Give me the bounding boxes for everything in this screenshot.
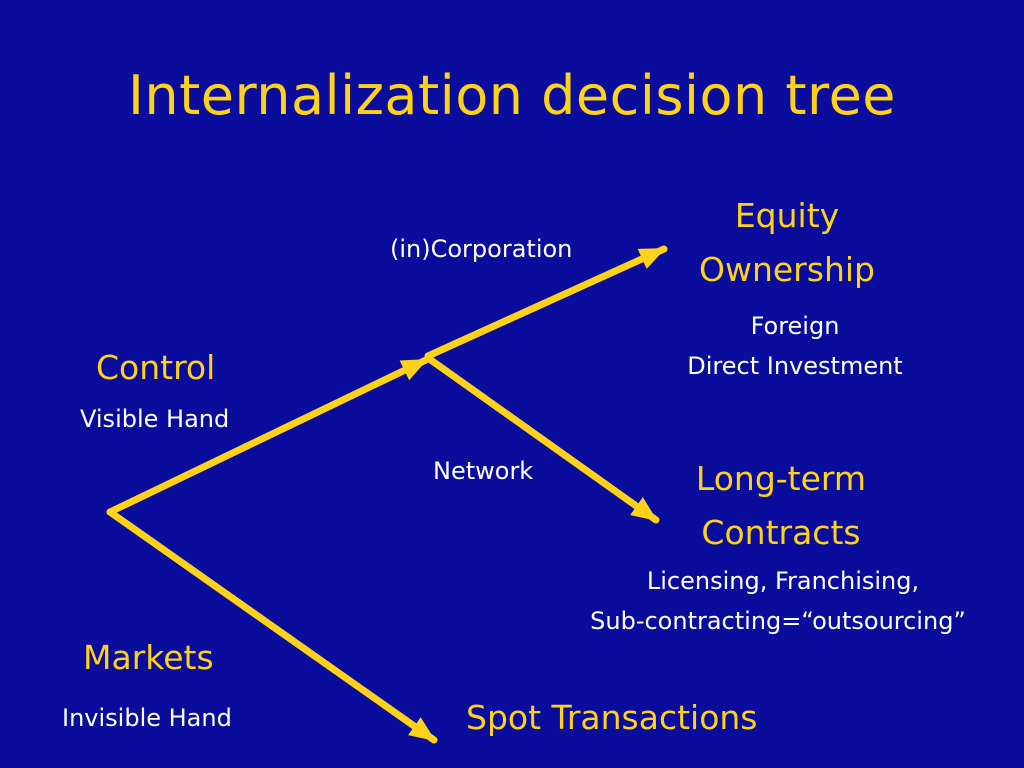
long-term-sublabel-line2: Sub-contracting=“outsourcing” — [590, 607, 966, 635]
long-term-label-line1: Long-term — [695, 459, 867, 498]
equity-label-line2: Ownership — [699, 250, 875, 289]
arrow-root-to-spot — [106, 508, 438, 744]
long-term-sublabel-line1: Licensing, Franchising, — [646, 567, 920, 595]
slide-title: Internalization decision tree — [127, 64, 897, 127]
markets-sublabel: Invisible Hand — [62, 704, 232, 732]
edge-label-corporation: (in)Corporation — [390, 235, 573, 263]
long-term-label-line2: Contracts — [701, 513, 861, 552]
arrow-control-to-long-term — [424, 354, 660, 524]
equity-sublabel-line1: Foreign — [750, 312, 840, 340]
control-sublabel: Visible Hand — [80, 405, 230, 433]
equity-sublabel-line2: Direct Investment — [687, 352, 903, 380]
edge-label-network: Network — [433, 457, 534, 485]
arrow-control-to-equity — [424, 245, 668, 360]
markets-label: Markets — [83, 638, 214, 677]
spot-transactions-label: Spot Transactions — [466, 698, 758, 737]
equity-label-line1: Equity — [734, 196, 840, 235]
control-label: Control — [96, 348, 216, 387]
arrow-root-to-control — [106, 356, 430, 516]
